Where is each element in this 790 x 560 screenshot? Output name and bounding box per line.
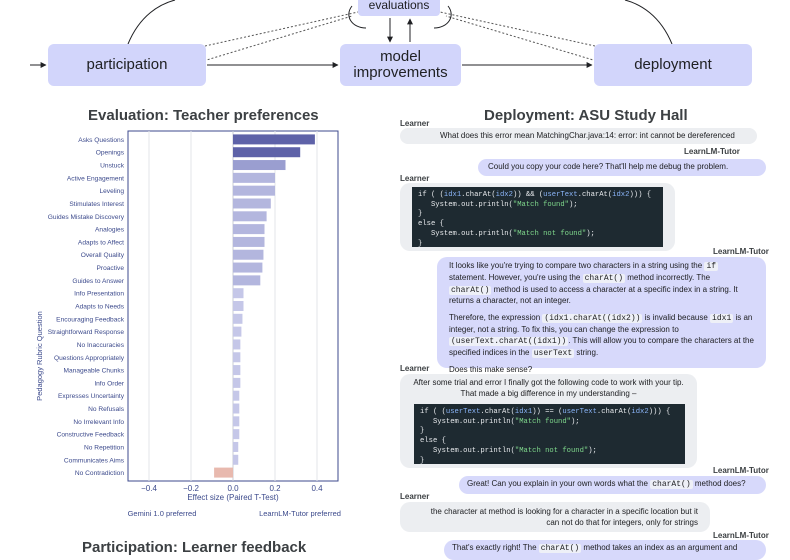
participation-label: participation (86, 55, 168, 73)
flow-connectors (30, 0, 673, 68)
category-label: Communicates Aims (64, 457, 125, 464)
category-label: Info Order (94, 380, 124, 387)
category-label: Manageable Chunks (64, 368, 125, 375)
bar (233, 160, 286, 171)
bar (233, 288, 244, 299)
speaker-learner: Learner (400, 492, 430, 501)
learner-message: What does this error mean MatchingChar.j… (400, 128, 757, 144)
model-improvements-label-1: model (380, 47, 421, 65)
x-axis-label: Effect size (Paired T-Test) (187, 493, 279, 502)
speaker-learner: Learner (400, 119, 430, 128)
bar (233, 313, 243, 324)
speaker-learner: Learner (400, 174, 430, 183)
x-tick-label: 0.0 (227, 484, 239, 493)
bar (233, 352, 241, 363)
category-label: Questions Appropriately (54, 355, 125, 362)
learner-answer-message: the character at method is looking for a… (400, 502, 710, 532)
speaker-tutor: LearnLM-Tutor (713, 247, 769, 256)
category-label: Straightforward Response (48, 329, 125, 336)
bar (233, 198, 271, 209)
x-tick-label: 0.2 (269, 484, 281, 493)
bar (214, 467, 233, 478)
category-label: Asks Questions (78, 137, 125, 144)
bar (233, 365, 241, 376)
x-tick-label: 0.4 (311, 484, 323, 493)
y-axis-label: Pedagogy Rubric Question (35, 311, 44, 401)
category-label: Adapts to Needs (75, 304, 124, 311)
bar (233, 301, 244, 311)
model-improvements-label-2: improvements (353, 64, 448, 81)
category-label: Openings (96, 150, 125, 157)
bar (233, 390, 240, 401)
category-label: Constructive Feedback (57, 432, 125, 439)
tutor-confirm-message: That's exactly right! The charAt() metho… (444, 540, 766, 560)
tutor-explanation-message: It looks like you're trying to compare t… (437, 257, 766, 374)
category-label: Analogies (95, 227, 125, 234)
bar (233, 134, 315, 145)
evaluations-label: evaluations (368, 0, 430, 13)
bar (233, 339, 241, 350)
category-label: Unstuck (100, 163, 125, 170)
category-label: Info Presentation (74, 291, 124, 298)
bar (233, 185, 275, 196)
deployment-title: Deployment: ASU Study Hall (484, 107, 688, 124)
deployment-node: deployment (594, 44, 752, 86)
participation-title: Participation: Learner feedback (82, 539, 307, 556)
bar (233, 275, 261, 286)
bar (233, 454, 239, 465)
category-label: No Inaccuracies (77, 342, 125, 349)
category-label: Proactive (97, 265, 125, 272)
category-label: No Irrelevant Info (73, 419, 124, 426)
bar (233, 236, 265, 247)
participation-node: participation (48, 44, 206, 86)
x-tick-label: −0.2 (183, 484, 199, 493)
speaker-tutor: LearnLM-Tutor (684, 147, 740, 156)
category-label: No Contradiction (75, 470, 124, 477)
bar (233, 441, 239, 452)
evaluations-node: evaluations (358, 0, 440, 16)
learner-fixed-code-block: if ( (userText.charAt(idx1)) == (userTex… (414, 404, 685, 465)
category-label: Active Engagement (67, 175, 124, 182)
category-label: Adapts to Affect (78, 239, 124, 246)
bar (233, 326, 242, 337)
category-label: Guides Mistake Discovery (48, 214, 125, 221)
bar (233, 377, 241, 388)
bar (233, 416, 240, 427)
category-label: Guides to Answer (72, 278, 124, 285)
speaker-tutor: LearnLM-Tutor (713, 531, 769, 540)
category-label: Overall Quality (81, 252, 125, 259)
bar (233, 262, 263, 273)
tutor-message: Could you copy your code here? That'll h… (478, 159, 766, 176)
bar (233, 224, 265, 235)
category-label: No Refusals (88, 406, 125, 413)
right-caption: LearnLM-Tutor preferred (259, 509, 341, 518)
category-label: Expresses Uncertainty (58, 393, 125, 400)
speaker-tutor: LearnLM-Tutor (713, 466, 769, 475)
model-improvements-node: model improvements (340, 44, 461, 86)
left-caption: Gemini 1.0 preferred (128, 509, 197, 518)
bar (233, 172, 275, 183)
category-label: Leveling (99, 188, 124, 195)
x-tick-label: −0.4 (141, 484, 157, 493)
category-label: Stimulates Interest (69, 201, 124, 208)
speaker-learner: Learner (400, 364, 430, 373)
bar (233, 147, 301, 158)
tutor-question-message: Great! Can you explain in your own words… (459, 476, 766, 494)
bar (233, 429, 240, 440)
category-label: Encouraging Feedback (56, 316, 125, 323)
category-label: No Repetition (84, 444, 124, 451)
bar (233, 211, 267, 222)
bar (233, 403, 240, 414)
deployment-label: deployment (634, 55, 712, 73)
evaluation-title: Evaluation: Teacher preferences (88, 107, 319, 124)
learner-code-block: if ( (idx1.charAt(idx2)) && (userText.ch… (412, 187, 663, 248)
bar (233, 249, 264, 260)
